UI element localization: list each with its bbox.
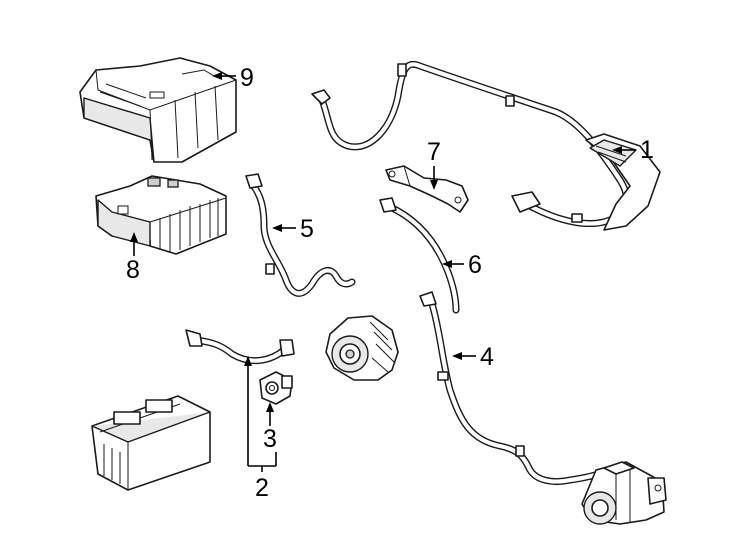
- callout-2: 2: [255, 474, 269, 502]
- alternator: [325, 315, 399, 381]
- callout-9: 9: [240, 64, 254, 92]
- fuse-box-base: [95, 175, 227, 255]
- callout-6: 6: [468, 251, 482, 279]
- negative-cable-2: [185, 329, 295, 365]
- fuse-box-cover: [79, 57, 237, 163]
- starter-motor: [581, 461, 667, 525]
- callout-7: 7: [427, 138, 441, 166]
- callout-4: 4: [480, 343, 494, 371]
- battery-sensor: [259, 371, 293, 405]
- callout-8: 8: [126, 256, 140, 284]
- cable-bracket: [385, 165, 469, 213]
- battery-cable-5: [245, 173, 356, 297]
- callout-5: 5: [300, 215, 314, 243]
- callout-3: 3: [263, 425, 277, 453]
- ground-strap: [379, 197, 460, 314]
- starter-cable: [419, 291, 608, 486]
- positive-cable-harness: [311, 61, 661, 231]
- leader-lines: [130, 72, 636, 472]
- callout-1: 1: [640, 136, 654, 164]
- battery: [91, 395, 211, 491]
